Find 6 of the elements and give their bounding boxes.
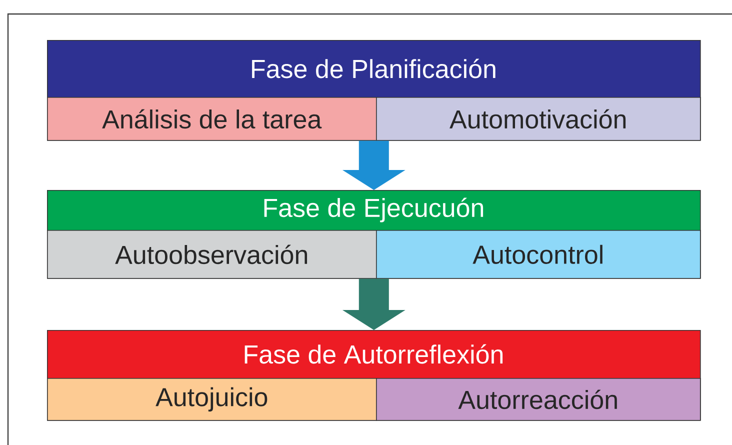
sub-box: Autorreacción — [376, 378, 701, 421]
sub-box: Análisis de la tarea — [47, 97, 377, 141]
sub-box: Automotivación — [376, 97, 701, 141]
sub-box: Autojuicio — [47, 378, 377, 421]
sub-box: Autoobservación — [47, 230, 377, 279]
sub-box: Autocontrol — [376, 230, 701, 279]
